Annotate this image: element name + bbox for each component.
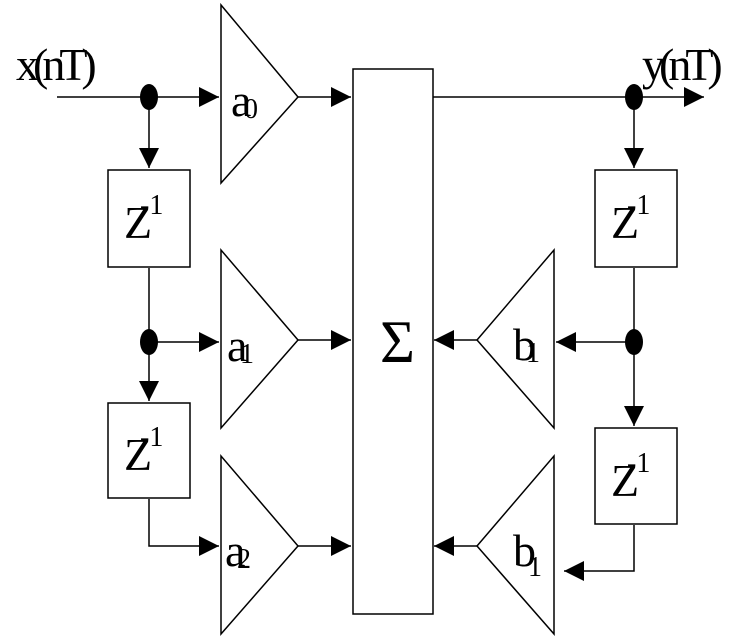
gain-a1: a 1 xyxy=(220,247,299,430)
delay-block-2: Z -1 xyxy=(107,402,191,499)
gain-a0: a 0 xyxy=(220,2,299,185)
svg-text:-1: -1 xyxy=(627,190,650,221)
output-signal-label: y(nT) xyxy=(642,39,721,90)
delay-block-4: Z -1 xyxy=(594,427,678,525)
feedback-arrows xyxy=(434,330,477,556)
svg-text:0: 0 xyxy=(244,94,258,125)
svg-text:1: 1 xyxy=(526,338,540,369)
gain-b2: b 1 xyxy=(476,453,555,636)
svg-text:-1: -1 xyxy=(140,422,163,453)
sum-symbol: Σ xyxy=(380,309,415,375)
input-junction-dot xyxy=(140,84,158,110)
delay-block-3: Z -1 xyxy=(594,169,678,268)
svg-text:1: 1 xyxy=(528,552,542,583)
gain-b1: b 1 xyxy=(476,247,555,430)
svg-text:1: 1 xyxy=(240,339,254,370)
gain-a2: a 2 xyxy=(220,453,299,636)
svg-text:-1: -1 xyxy=(627,448,650,479)
feedforward-arrows xyxy=(298,87,351,556)
svg-text:2: 2 xyxy=(237,544,251,575)
svg-text:-1: -1 xyxy=(140,190,163,221)
delay-block-1: Z -1 xyxy=(107,169,191,268)
feedback-junction-dot xyxy=(625,329,643,355)
output-junction-dot xyxy=(625,84,643,110)
tap-junction-dot xyxy=(140,329,158,355)
input-signal-label: x(nT) xyxy=(16,39,95,90)
summing-block: Σ xyxy=(352,68,434,615)
